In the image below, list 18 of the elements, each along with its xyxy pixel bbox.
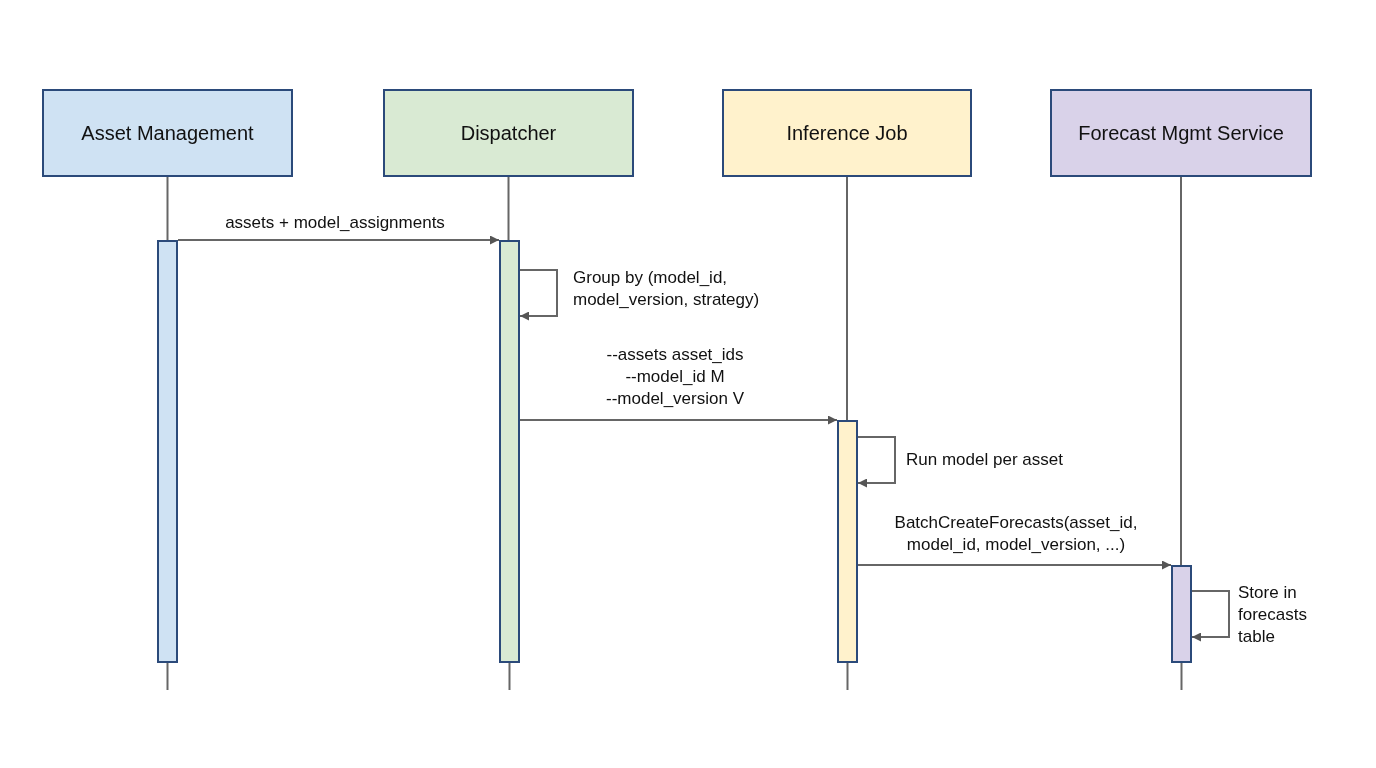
activation-bar [1171,565,1192,663]
participant-box: Forecast Mgmt Service [1050,89,1312,177]
participant-box: Asset Management [42,89,293,177]
lifeline [166,176,169,241]
participant-box: Dispatcher [383,89,634,177]
self-message-arrow [519,269,558,321]
message-arrow [519,415,838,425]
activation-bar [157,240,178,663]
lifeline [846,176,848,421]
lifeline [1180,176,1182,566]
participant-box: Inference Job [722,89,972,177]
lifeline [507,176,510,241]
message-arrow [177,235,500,245]
self-message-arrow [1191,590,1230,642]
self-message-arrow [857,436,896,488]
activation-bar [837,420,858,663]
activation-bar [499,240,520,663]
message-arrow [857,560,1172,570]
